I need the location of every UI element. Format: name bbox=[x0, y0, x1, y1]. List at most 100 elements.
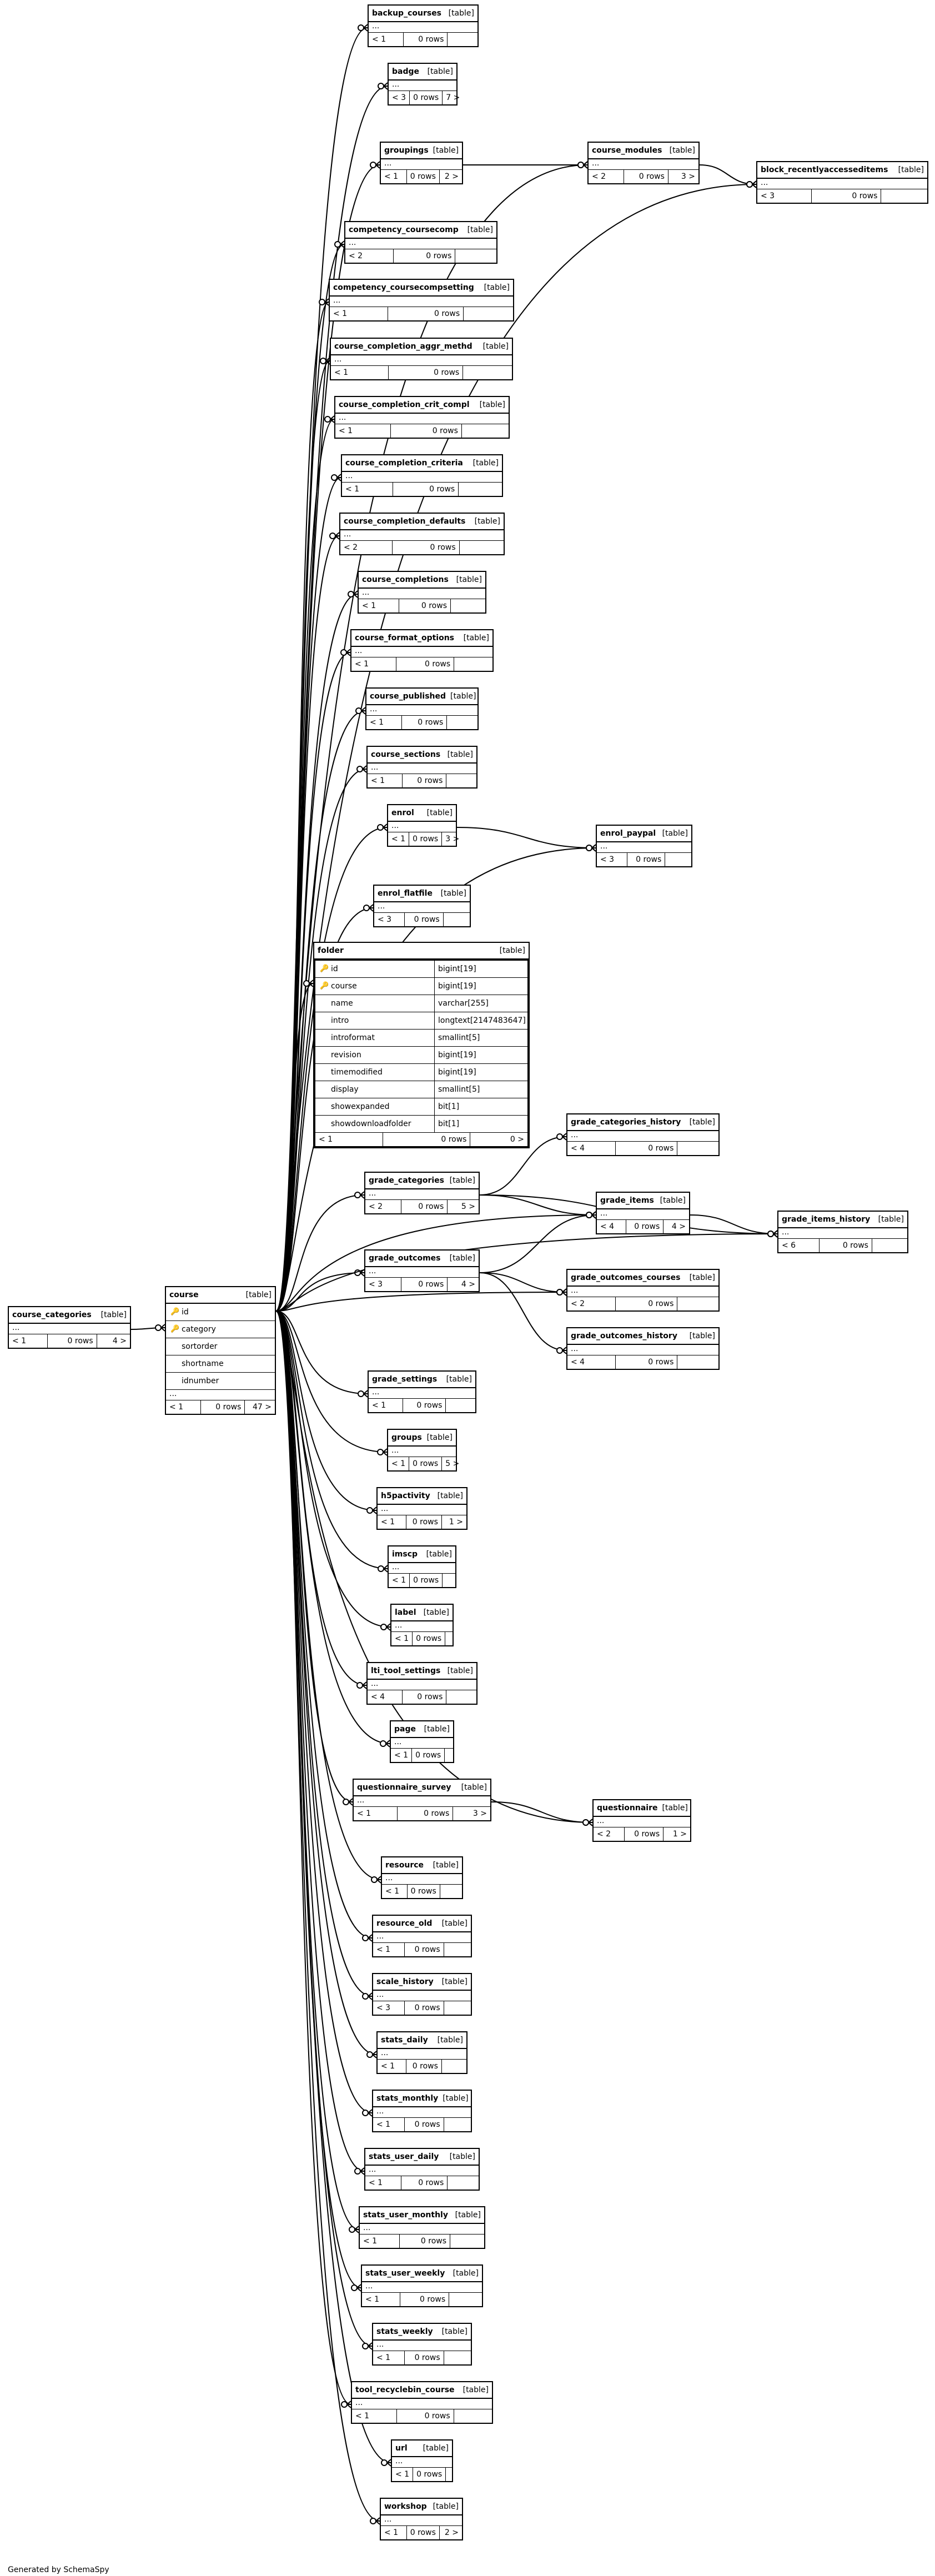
children-count[interactable] bbox=[881, 189, 927, 203]
table-header[interactable]: stats_user_weekly [table] bbox=[361, 2264, 483, 2281]
children-count[interactable] bbox=[872, 1239, 907, 1252]
children-count[interactable] bbox=[463, 366, 512, 379]
parents-count[interactable]: < 1 bbox=[373, 2351, 405, 2364]
children-count[interactable]: 3 > bbox=[472, 1809, 487, 1818]
parents-count[interactable]: < 2 bbox=[589, 170, 624, 183]
table-header[interactable]: course_sections [table] bbox=[366, 746, 477, 762]
parents-count[interactable]: < 1 bbox=[360, 2234, 400, 2248]
table-header[interactable]: lti_tool_settings [table] bbox=[366, 1662, 477, 1679]
table-header[interactable]: grade_outcomes_history [table] bbox=[566, 1327, 720, 1344]
table-name[interactable]: resource bbox=[385, 1861, 424, 1870]
children-count[interactable] bbox=[451, 599, 485, 612]
table-course-format-options[interactable]: course_format_options [table] ... < 1 0 … bbox=[350, 629, 494, 672]
parents-count[interactable]: < 1 bbox=[366, 716, 403, 729]
children-count[interactable] bbox=[444, 913, 470, 926]
table-grade-outcomes-history[interactable]: grade_outcomes_history [table] ... < 4 0… bbox=[566, 1327, 720, 1370]
table-h5pactivity[interactable]: h5pactivity [table] ... < 1 0 rows 1 > bbox=[376, 1487, 468, 1530]
children-count[interactable]: 2 > bbox=[444, 2528, 459, 2537]
children-count[interactable] bbox=[443, 1574, 455, 1587]
children-count[interactable]: 3 > bbox=[445, 835, 460, 843]
column-row[interactable]: 🔑id bigint[19] bbox=[315, 961, 527, 978]
children-count[interactable]: 5 > bbox=[445, 1459, 460, 1468]
table-grade-outcomes[interactable]: grade_outcomes [table] ... < 3 0 rows 4 … bbox=[364, 1249, 480, 1292]
table-header[interactable]: groupings [table] bbox=[380, 142, 463, 158]
table-block-recentlyaccesseditems[interactable]: block_recentlyaccesseditems [table] ... … bbox=[756, 161, 928, 204]
table-header[interactable]: page [table] bbox=[390, 1720, 454, 1737]
children-count[interactable]: 3 > bbox=[681, 172, 696, 181]
parents-count[interactable]: < 1 bbox=[351, 657, 397, 671]
children-count[interactable] bbox=[450, 2234, 484, 2248]
table-header[interactable]: h5pactivity [table] bbox=[376, 1487, 468, 1504]
table-name[interactable]: grade_outcomes_courses bbox=[571, 1273, 681, 1282]
parents-count[interactable]: < 3 bbox=[389, 91, 410, 104]
table-name[interactable]: groups bbox=[391, 1433, 422, 1442]
table-name[interactable]: label bbox=[395, 1608, 416, 1617]
table-stats-monthly[interactable]: stats_monthly [table] ... < 1 0 rows bbox=[372, 2090, 472, 2132]
table-header[interactable]: url [table] bbox=[391, 2439, 453, 2456]
parents-count[interactable]: < 1 bbox=[392, 2468, 414, 2481]
table-header[interactable]: stats_user_daily [table] bbox=[364, 2148, 480, 2165]
table-name[interactable]: competency_coursecompsetting bbox=[333, 283, 474, 292]
table-header[interactable]: grade_outcomes_courses [table] bbox=[566, 1269, 720, 1286]
table-name[interactable]: course_modules bbox=[592, 146, 662, 155]
table-header[interactable]: course_published [table] bbox=[365, 687, 479, 704]
parents-count[interactable]: < 1 bbox=[166, 1400, 201, 1414]
children-count[interactable] bbox=[448, 2176, 479, 2190]
table-header[interactable]: course_categories [table] bbox=[8, 1306, 131, 1323]
children-count[interactable] bbox=[464, 307, 513, 320]
parents-count[interactable]: < 4 bbox=[567, 1355, 616, 1369]
table-header[interactable]: workshop [table] bbox=[380, 2498, 463, 2514]
table-name[interactable]: scale_history bbox=[376, 1977, 434, 1986]
column-row[interactable]: name varchar[255] bbox=[315, 995, 527, 1012]
table-header[interactable]: groups [table] bbox=[387, 1429, 457, 1445]
parents-count[interactable]: < 1 bbox=[368, 774, 403, 787]
children-count[interactable] bbox=[442, 2060, 466, 2073]
table-header[interactable]: resource_old [table] bbox=[372, 1915, 472, 1931]
children-count[interactable] bbox=[448, 33, 477, 46]
children-count[interactable]: 2 > bbox=[444, 172, 459, 181]
column-row[interactable]: intro longtext[2147483647] bbox=[315, 1012, 527, 1030]
column-row[interactable]: idnumber bbox=[166, 1373, 275, 1390]
table-header[interactable]: questionnaire [table] bbox=[592, 1799, 691, 1816]
parents-count[interactable]: < 4 bbox=[597, 1220, 627, 1233]
table-name[interactable]: grade_items_history bbox=[782, 1215, 871, 1224]
parents-count[interactable]: < 3 bbox=[757, 189, 812, 203]
table-header[interactable]: stats_user_monthly [table] bbox=[359, 2206, 485, 2223]
table-competency-coursecomp[interactable]: competency_coursecomp [table] ... < 2 0 … bbox=[344, 221, 497, 264]
column-row[interactable]: 🔑id bbox=[166, 1304, 275, 1321]
table-name[interactable]: url bbox=[395, 2444, 408, 2453]
parents-count[interactable]: < 1 bbox=[342, 483, 393, 496]
parents-count[interactable]: < 1 bbox=[373, 2118, 405, 2131]
parents-count[interactable]: < 1 bbox=[359, 599, 399, 612]
table-name[interactable]: imscp bbox=[392, 1550, 418, 1559]
column-row[interactable]: revision bigint[19] bbox=[315, 1047, 527, 1064]
parents-count[interactable]: < 2 bbox=[365, 1200, 402, 1213]
table-name[interactable]: workshop bbox=[384, 2502, 427, 2511]
parents-count[interactable]: < 1 bbox=[352, 2409, 397, 2423]
parents-count[interactable]: < 1 bbox=[388, 832, 410, 846]
children-count[interactable] bbox=[444, 2351, 471, 2364]
table-name[interactable]: stats_user_monthly bbox=[363, 2211, 448, 2220]
parents-count[interactable]: < 1 bbox=[315, 1133, 383, 1146]
table-grade-items-history[interactable]: grade_items_history [table] ... < 6 0 ro… bbox=[777, 1211, 908, 1253]
table-header[interactable]: grade_categories_history [table] bbox=[566, 1113, 720, 1130]
table-header[interactable]: grade_settings [table] bbox=[368, 1370, 476, 1387]
table-name[interactable]: badge bbox=[392, 67, 420, 76]
table-name[interactable]: grade_categories_history bbox=[571, 1118, 681, 1127]
table-name[interactable]: lti_tool_settings bbox=[371, 1666, 441, 1675]
table-groupings[interactable]: groupings [table] ... < 1 0 rows 2 > bbox=[380, 142, 463, 184]
table-name[interactable]: groupings bbox=[384, 146, 429, 155]
parents-count[interactable]: < 1 bbox=[391, 1749, 413, 1762]
children-count[interactable]: 5 > bbox=[461, 1202, 475, 1211]
parents-count[interactable]: < 1 bbox=[389, 1574, 410, 1587]
children-count[interactable] bbox=[440, 1885, 462, 1898]
table-name[interactable]: enrol_paypal bbox=[600, 829, 656, 838]
children-count[interactable] bbox=[665, 853, 691, 866]
table-header[interactable]: competency_coursecompsetting [table] bbox=[329, 279, 514, 295]
table-grade-categories-history[interactable]: grade_categories_history [table] ... < 4… bbox=[566, 1113, 720, 1156]
table-name[interactable]: grade_categories bbox=[369, 1176, 444, 1185]
table-stats-weekly[interactable]: stats_weekly [table] ... < 1 0 rows bbox=[372, 2323, 472, 2366]
children-count[interactable]: 1 > bbox=[672, 1830, 687, 1839]
table-header[interactable]: course_modules [table] bbox=[587, 142, 700, 158]
table-course-published[interactable]: course_published [table] ... < 1 0 rows bbox=[365, 687, 479, 730]
